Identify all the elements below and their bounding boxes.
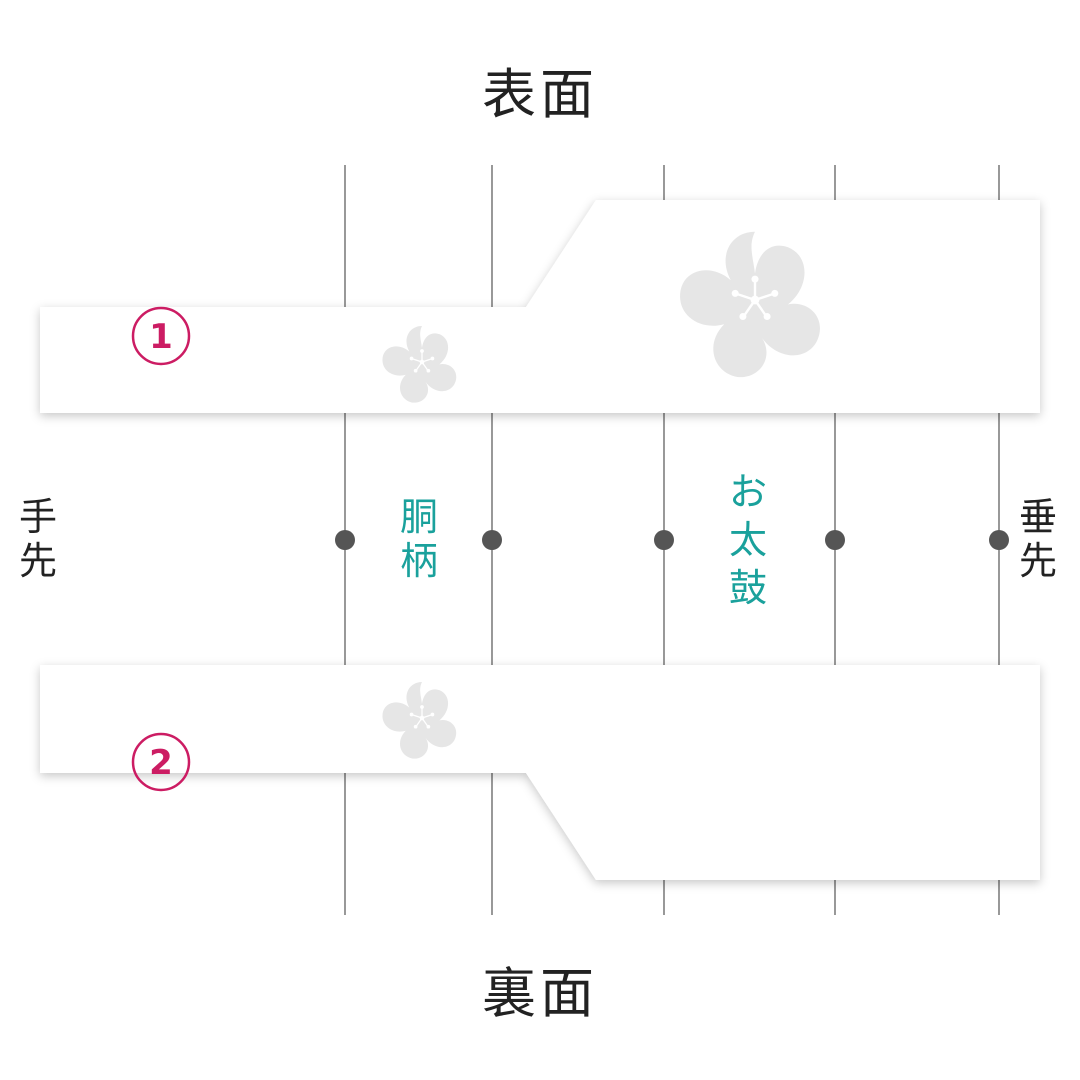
badge-circle	[131, 306, 191, 366]
right-end-label: 垂先	[1019, 495, 1057, 583]
back-number-badge: 2	[131, 732, 191, 792]
front-number-badge: 1	[131, 306, 191, 366]
badge-circle	[131, 732, 191, 792]
guide-dots	[335, 530, 1009, 550]
guide-dot	[335, 530, 355, 550]
front-obi-strip	[40, 200, 1040, 413]
back-obi-strip	[40, 665, 1040, 880]
back-badge-number: 2	[149, 743, 173, 783]
guide-dot	[654, 530, 674, 550]
body-pattern-label: 胴柄	[400, 495, 438, 583]
guide-dot	[482, 530, 502, 550]
otaiko-label: お太鼓	[729, 470, 767, 610]
front-heading: 表面	[482, 63, 598, 126]
left-end-label: 手先	[19, 495, 57, 583]
front-badge-number: 1	[149, 317, 173, 357]
guide-dot	[825, 530, 845, 550]
guide-dot	[989, 530, 1009, 550]
back-heading: 裏面	[482, 962, 598, 1025]
